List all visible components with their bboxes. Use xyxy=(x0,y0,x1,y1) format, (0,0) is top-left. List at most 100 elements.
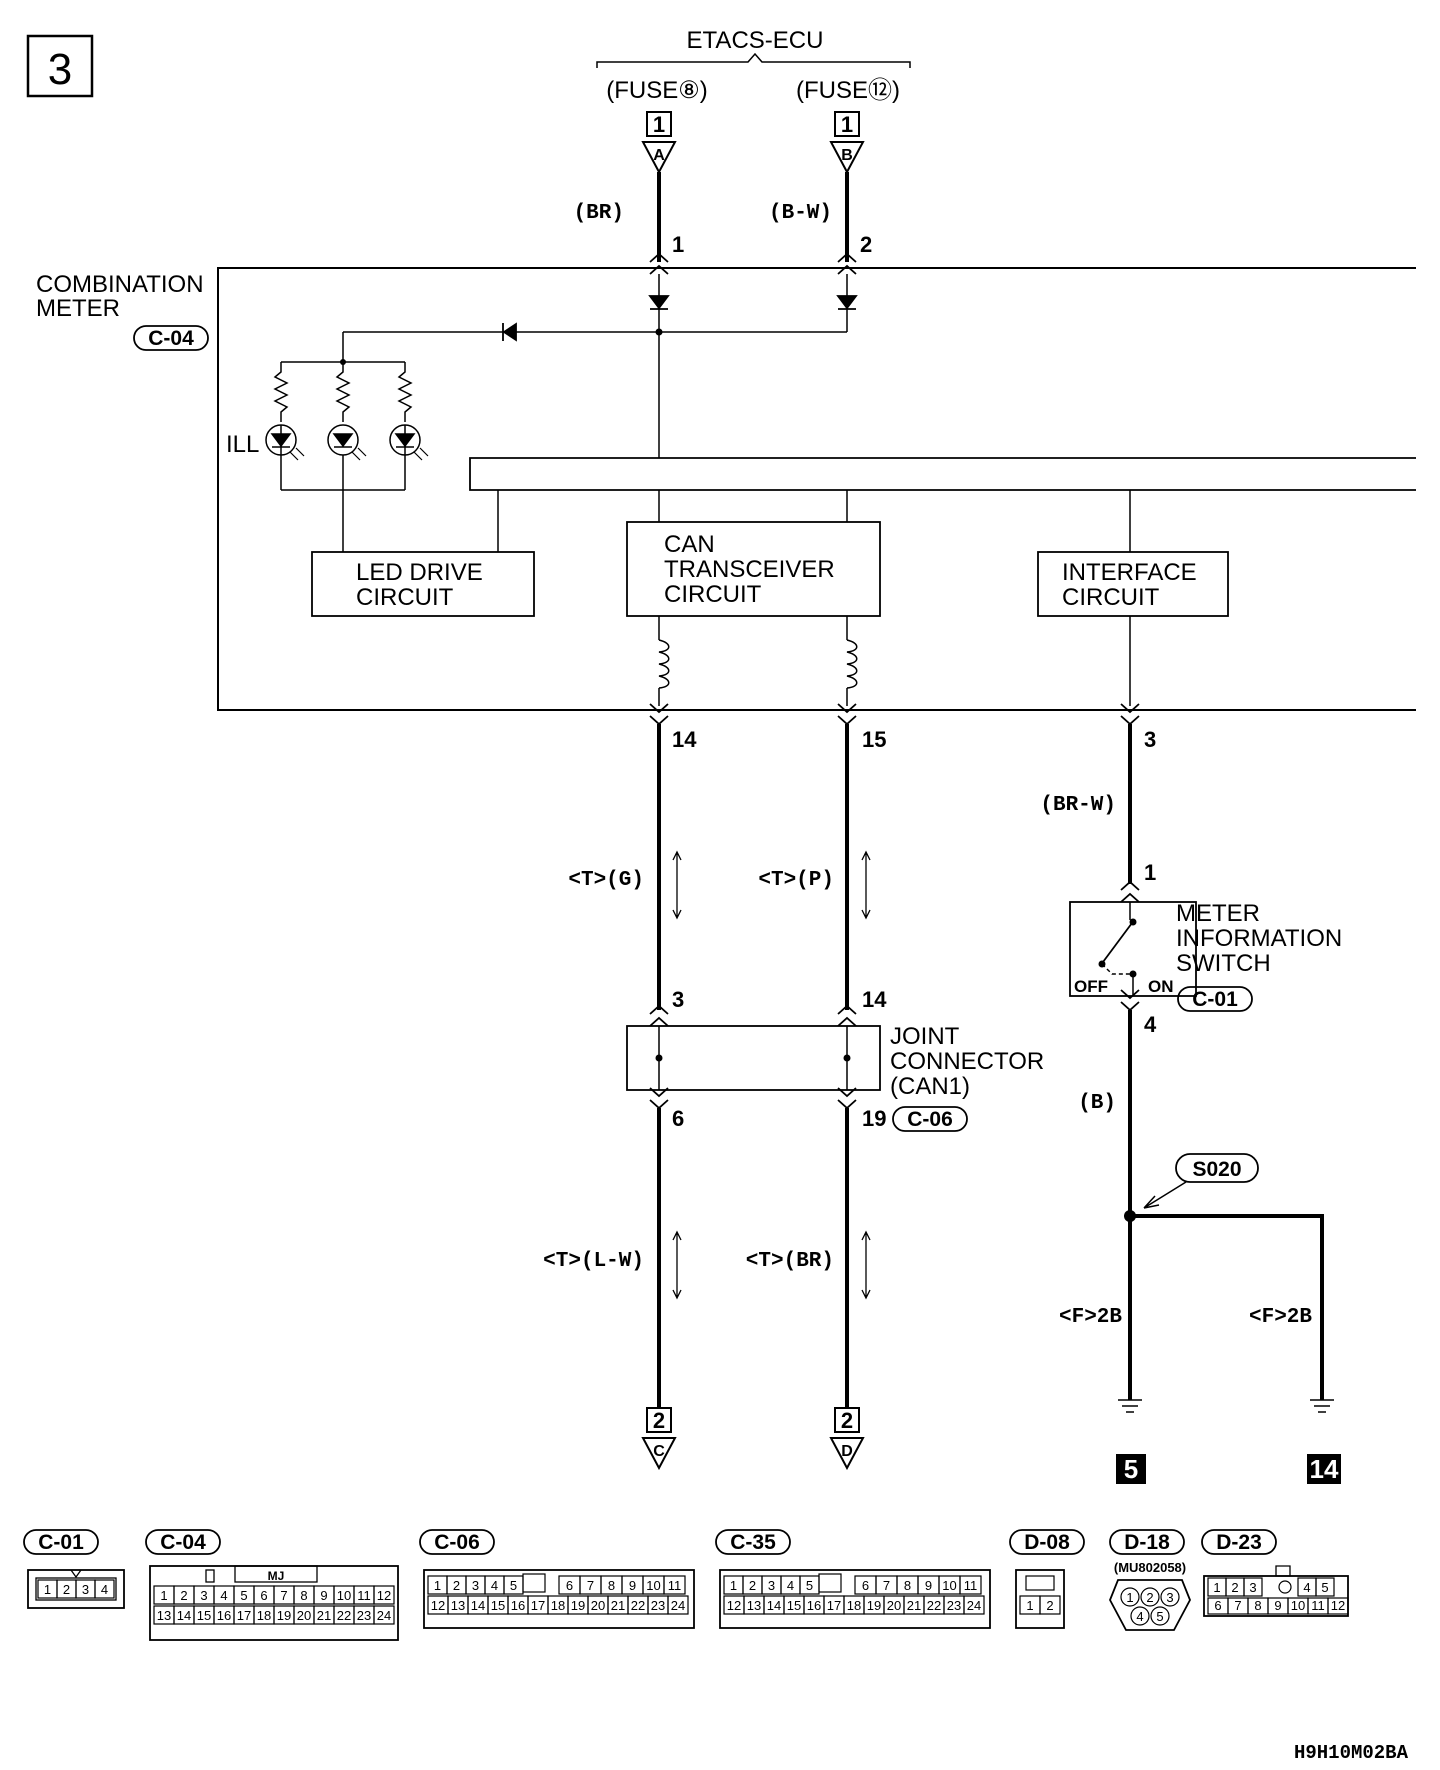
wire-color-t-g: <T>(G) xyxy=(568,869,644,892)
connector-pin-number: 4 xyxy=(491,1578,498,1593)
pin-2-label: 2 xyxy=(860,232,872,257)
joint-label-1: JOINT xyxy=(890,1023,960,1050)
svg-text:C-06: C-06 xyxy=(434,1531,480,1554)
connector-pin-number: 19 xyxy=(867,1598,881,1613)
splice-tag: S020 xyxy=(1143,1153,1259,1209)
connector-pin-cell xyxy=(373,1605,395,1625)
interface-label-1: INTERFACE xyxy=(1062,559,1197,586)
connector-pin-number: 8 xyxy=(608,1578,615,1593)
ill-label: ILL xyxy=(226,431,259,458)
connector-pin-number: 5 xyxy=(806,1578,813,1593)
wire-color-t-lw: <T>(L-W) xyxy=(543,1250,644,1273)
connector-pin-number: 9 xyxy=(629,1578,636,1593)
pin-15-label: 15 xyxy=(862,727,886,752)
connector-pin-cell xyxy=(1327,1597,1349,1615)
connector-pin-cell xyxy=(1140,1587,1160,1607)
connector-pin-cell xyxy=(959,1575,982,1595)
combination-meter-label-2: METER xyxy=(36,295,120,322)
connector-pin-number: 23 xyxy=(357,1608,371,1623)
twisted-pair-arrow-4 xyxy=(861,1230,871,1300)
connector-pin-cell xyxy=(1039,1595,1061,1615)
illumination-led-group xyxy=(265,332,429,552)
ground-symbol-1: 5 xyxy=(1116,1399,1146,1484)
connector-key xyxy=(818,1573,842,1593)
terminal-b: 1 B xyxy=(829,111,865,175)
connector-pin-number: 23 xyxy=(947,1598,961,1613)
connector-pin-number: 5 xyxy=(1156,1609,1163,1624)
svg-text:C-04: C-04 xyxy=(148,327,194,350)
combination-meter-outline xyxy=(217,267,1416,711)
connector-pin-number: 20 xyxy=(297,1608,311,1623)
svg-text:MJ: MJ xyxy=(268,1569,285,1583)
connector-pin-number: 12 xyxy=(377,1588,391,1603)
twisted-pair-arrow-1 xyxy=(672,850,682,920)
connector-pin-number: 14 xyxy=(177,1608,191,1623)
connector-pin-number: 2 xyxy=(453,1578,460,1593)
wire-color-b: (B) xyxy=(1078,1092,1116,1115)
internal-bus xyxy=(469,457,1416,491)
joint-pin-6-label: 6 xyxy=(672,1106,684,1131)
can-label-2: TRANSCEIVER xyxy=(664,556,835,583)
connector-pin-number: 10 xyxy=(337,1588,351,1603)
connector-pin-number: 24 xyxy=(967,1598,981,1613)
connector-pin-number: 11 xyxy=(357,1588,371,1603)
svg-text:C-01: C-01 xyxy=(38,1531,84,1554)
wire-color-br: (BR) xyxy=(574,202,624,225)
pin-1-label: 1 xyxy=(672,232,684,257)
connector-pin-number: 1 xyxy=(1213,1580,1220,1595)
connector-pin-cell xyxy=(667,1595,689,1615)
connector-pin-number: 24 xyxy=(671,1598,685,1613)
combination-meter-label-1: COMBINATION xyxy=(36,271,204,298)
diode-1 xyxy=(648,295,670,310)
wire-color-f2b-1: <F>2B xyxy=(1059,1306,1122,1329)
connector-pin-number: 8 xyxy=(300,1588,307,1603)
connector-key xyxy=(1025,1575,1055,1591)
connector-pin-number: 21 xyxy=(317,1608,331,1623)
meter-switch-label-2: INFORMATION xyxy=(1176,925,1342,952)
svg-text:C-35: C-35 xyxy=(730,1531,776,1554)
led-drive-label-2: CIRCUIT xyxy=(356,584,454,611)
connector-pin-number: 6 xyxy=(566,1578,573,1593)
connector-pin-number: 7 xyxy=(883,1578,890,1593)
connector-pin-cell xyxy=(663,1575,686,1595)
connector-pin-number: 9 xyxy=(320,1588,327,1603)
svg-text:5: 5 xyxy=(1124,1454,1138,1484)
connector-pin-number: 2 xyxy=(1146,1590,1153,1605)
connector-pin-number: 18 xyxy=(847,1598,861,1613)
svg-text:(MU802058): (MU802058) xyxy=(1114,1560,1186,1575)
connector-pin-number: 4 xyxy=(1303,1580,1310,1595)
connector-pin-cell xyxy=(1150,1606,1170,1626)
pin-3-label: 3 xyxy=(1144,727,1156,752)
connector-pin-number: 7 xyxy=(587,1578,594,1593)
connector-pin-number: 1 xyxy=(1126,1590,1133,1605)
etacs-ecu-label: ETACS-ECU xyxy=(687,27,824,54)
pin-14-label: 14 xyxy=(672,727,697,752)
etacs-ecu-brace xyxy=(596,52,911,68)
connector-tag-c06: C-06 xyxy=(419,1529,495,1555)
switch-pin-4-label: 4 xyxy=(1144,1012,1157,1037)
connector-pin-number: 9 xyxy=(1274,1598,1281,1613)
connector-pin-number: 16 xyxy=(511,1598,525,1613)
svg-text:A: A xyxy=(653,147,665,164)
connector-pin-number: 7 xyxy=(1234,1598,1241,1613)
svg-text:14: 14 xyxy=(1310,1454,1339,1484)
joint-pin-14-label: 14 xyxy=(862,987,887,1012)
connector-pin-number: 19 xyxy=(277,1608,291,1623)
connector-pin-number: 23 xyxy=(651,1598,665,1613)
connector-pin-number: 1 xyxy=(1026,1598,1033,1613)
connector-pin-cell xyxy=(1315,1577,1335,1597)
twisted-pair-arrow-2 xyxy=(861,850,871,920)
connector-pin-cell xyxy=(1130,1606,1150,1626)
connector-pin-number: 13 xyxy=(157,1608,171,1623)
svg-text:D: D xyxy=(841,1443,853,1460)
connector-pin-number: 11 xyxy=(668,1578,682,1593)
connector-pin-number: 17 xyxy=(827,1598,841,1613)
terminal-a: 1 A xyxy=(641,111,677,175)
connector-pin-number: 2 xyxy=(749,1578,756,1593)
connector-tag-c01-switch: C-01 xyxy=(1177,986,1253,1012)
ground-symbol-2: 14 xyxy=(1307,1399,1341,1484)
connector-pin-number: 17 xyxy=(237,1608,251,1623)
diode-3 xyxy=(502,322,517,342)
connector-tag-c04: C-04 xyxy=(145,1529,221,1555)
